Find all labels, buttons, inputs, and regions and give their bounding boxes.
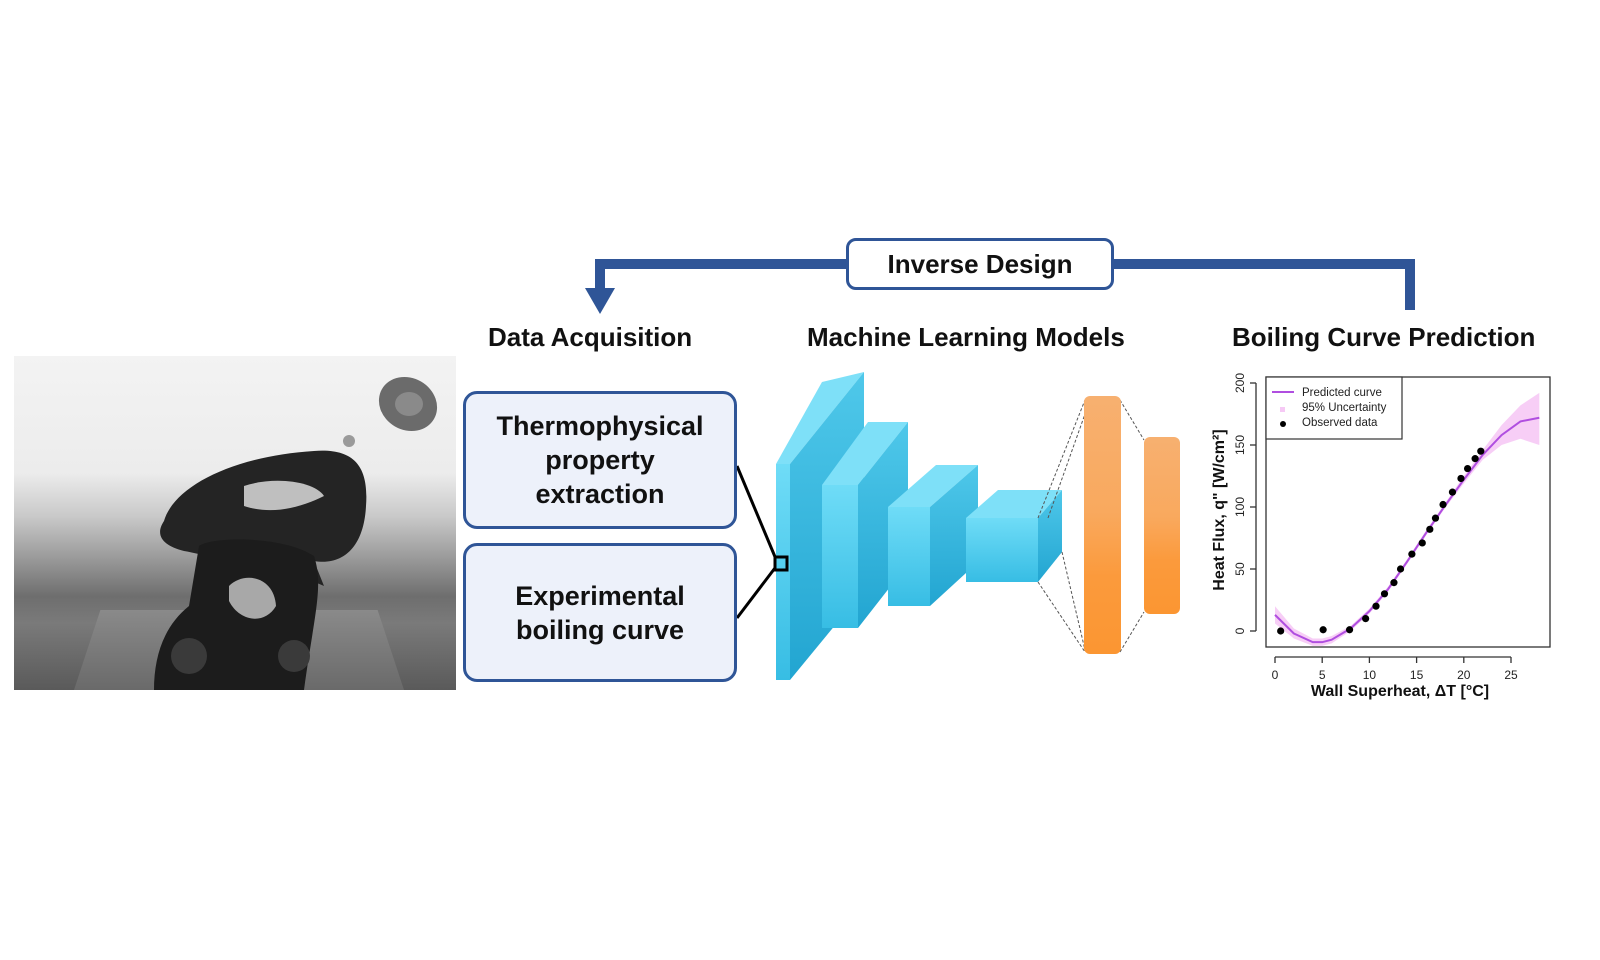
input-box-thermophysical: Thermophysical property extraction [463, 391, 737, 529]
receptive-field-marker [773, 555, 789, 572]
x-tick-label: 5 [1319, 668, 1326, 682]
observed-data-point [1418, 539, 1426, 547]
dense-layer-2 [1144, 437, 1180, 614]
legend-band-swatch [1280, 407, 1285, 412]
input-box-boiling-curve: Experimental boiling curve [463, 543, 737, 682]
observed-data-point [1362, 615, 1370, 623]
bubble-illustration [154, 376, 438, 690]
observed-data-point [1431, 514, 1440, 522]
inverse-design-box: Inverse Design [846, 238, 1114, 290]
input-line: Experimental [515, 580, 685, 611]
x-axis-label: Wall Superheat, ΔT [°C] [1311, 683, 1489, 700]
observed-data-point [1477, 447, 1485, 455]
stage-ml-models: Machine Learning Models [807, 322, 1125, 352]
observed-data-point [1390, 579, 1398, 587]
observed-data-point [1457, 474, 1465, 483]
y-tick-label: 100 [1233, 497, 1247, 517]
observed-data-point [1277, 627, 1285, 635]
x-tick-label: 10 [1363, 668, 1377, 682]
input-line: extraction [535, 479, 665, 509]
feedback-arrow-path [595, 259, 1415, 310]
connector-line-top [735, 465, 780, 565]
observed-data-point [1372, 602, 1380, 610]
legend-entry: Observed data [1302, 417, 1378, 429]
observed-data-point [1439, 500, 1447, 509]
y-tick-label: 50 [1233, 562, 1247, 576]
observed-data-point [1426, 525, 1434, 533]
observed-data-point [1463, 464, 1472, 473]
x-tick-label: 15 [1410, 668, 1424, 682]
y-tick-label: 150 [1233, 435, 1247, 455]
y-tick-label: 0 [1233, 627, 1247, 634]
predicted-curve-line [1274, 416, 1540, 644]
input-line: property [545, 445, 655, 475]
dense-layer-1 [1084, 396, 1121, 654]
plot-frame [1265, 376, 1551, 648]
observed-data-point [1408, 550, 1416, 558]
observed-data-point [1319, 626, 1327, 634]
dense-connectors [1037, 399, 1145, 653]
legend-entry: 95% Uncertainty [1302, 402, 1387, 414]
observed-data-point [1448, 488, 1457, 496]
legend-entry: Predicted curve [1302, 387, 1382, 399]
legend-box [1265, 376, 1403, 440]
connector-line-bottom [735, 563, 780, 619]
input-line: Thermophysical [496, 411, 704, 441]
stage-prediction: Boiling Curve Prediction [1232, 322, 1536, 352]
observed-data-point [1345, 626, 1354, 634]
observed-data-point [1380, 590, 1389, 598]
observed-data-point [1471, 455, 1479, 463]
input-line: boiling curve [515, 614, 684, 645]
arrow-head-icon [585, 288, 615, 314]
x-tick-label: 20 [1457, 668, 1471, 682]
inverse-design-label: Inverse Design [887, 248, 1073, 279]
legend-point-swatch [1280, 421, 1286, 427]
y-tick-label: 200 [1233, 373, 1247, 393]
conv-layer-4 [966, 490, 1062, 582]
x-tick-label: 25 [1504, 668, 1518, 682]
y-axis-label: Heat Flux, q" [W/cm²] [1211, 429, 1228, 590]
x-tick-label: 0 [1272, 668, 1279, 682]
observed-data-point [1396, 565, 1405, 573]
stage-data-acquisition: Data Acquisition [488, 322, 693, 352]
boiling-photo [14, 356, 456, 690]
uncertainty-band [1275, 392, 1540, 646]
